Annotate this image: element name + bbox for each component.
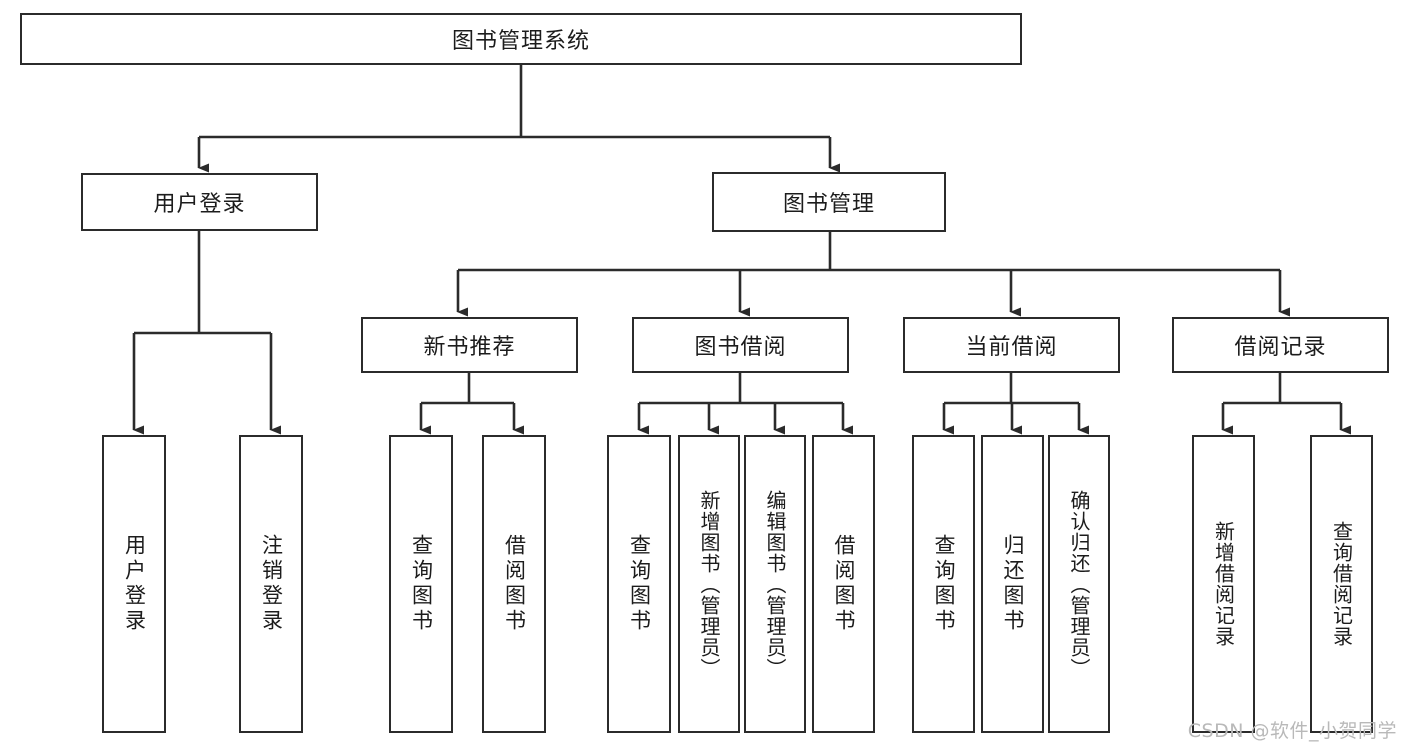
node-leaf-confirm-return-label: 确认归还（管理员）	[1067, 489, 1091, 679]
node-user-login[interactable]: 用户登录	[81, 173, 318, 231]
node-leaf-user-logout-label: 注销登录	[259, 534, 284, 634]
node-leaf-add-book[interactable]: 新增图书（管理员）	[678, 435, 740, 733]
node-new-book-recommend-label: 新书推荐	[423, 335, 516, 360]
node-leaf-return-book-label: 归还图书	[1001, 534, 1025, 634]
node-book-borrow-label: 图书借阅	[694, 335, 787, 360]
node-leaf-confirm-return[interactable]: 确认归还（管理员）	[1048, 435, 1110, 733]
node-root[interactable]: 图书管理系统	[20, 13, 1022, 65]
node-leaf-query-book-1[interactable]: 查询图书	[389, 435, 453, 733]
node-leaf-user-login[interactable]: 用户登录	[102, 435, 166, 733]
node-root-label: 图书管理系统	[451, 29, 590, 54]
node-leaf-edit-book[interactable]: 编辑图书（管理员）	[744, 435, 806, 733]
node-current-borrow-label: 当前借阅	[965, 335, 1058, 360]
node-leaf-query-book-3[interactable]: 查询图书	[912, 435, 975, 733]
node-borrow-record-label: 借阅记录	[1234, 335, 1327, 360]
node-leaf-borrow-book-1[interactable]: 借阅图书	[482, 435, 546, 733]
node-leaf-add-book-label: 新增图书（管理员）	[697, 489, 721, 679]
node-leaf-return-book[interactable]: 归还图书	[981, 435, 1044, 733]
node-leaf-query-record-label: 查询借阅记录	[1329, 521, 1354, 647]
node-leaf-query-book-2[interactable]: 查询图书	[607, 435, 671, 733]
node-borrow-record[interactable]: 借阅记录	[1172, 317, 1389, 373]
node-new-book-recommend[interactable]: 新书推荐	[361, 317, 578, 373]
node-book-manage-label: 图书管理	[782, 192, 875, 217]
node-leaf-add-record[interactable]: 新增借阅记录	[1192, 435, 1255, 733]
node-leaf-borrow-book-2-label: 借阅图书	[832, 534, 856, 634]
node-leaf-borrow-book-2[interactable]: 借阅图书	[812, 435, 875, 733]
watermark-text: CSDN @软件_小贺同学	[1187, 720, 1397, 742]
node-leaf-query-record[interactable]: 查询借阅记录	[1310, 435, 1373, 733]
node-leaf-query-book-1-label: 查询图书	[409, 534, 434, 634]
node-book-borrow[interactable]: 图书借阅	[632, 317, 849, 373]
node-leaf-borrow-book-1-label: 借阅图书	[502, 534, 527, 634]
node-leaf-user-login-label: 用户登录	[122, 534, 147, 634]
node-leaf-add-record-label: 新增借阅记录	[1211, 521, 1236, 647]
node-leaf-query-book-2-label: 查询图书	[627, 534, 652, 634]
node-leaf-user-logout[interactable]: 注销登录	[239, 435, 303, 733]
node-current-borrow[interactable]: 当前借阅	[903, 317, 1120, 373]
node-book-manage[interactable]: 图书管理	[712, 172, 946, 232]
node-leaf-query-book-3-label: 查询图书	[932, 534, 956, 634]
node-user-login-label: 用户登录	[153, 192, 246, 217]
node-leaf-edit-book-label: 编辑图书（管理员）	[763, 489, 787, 679]
